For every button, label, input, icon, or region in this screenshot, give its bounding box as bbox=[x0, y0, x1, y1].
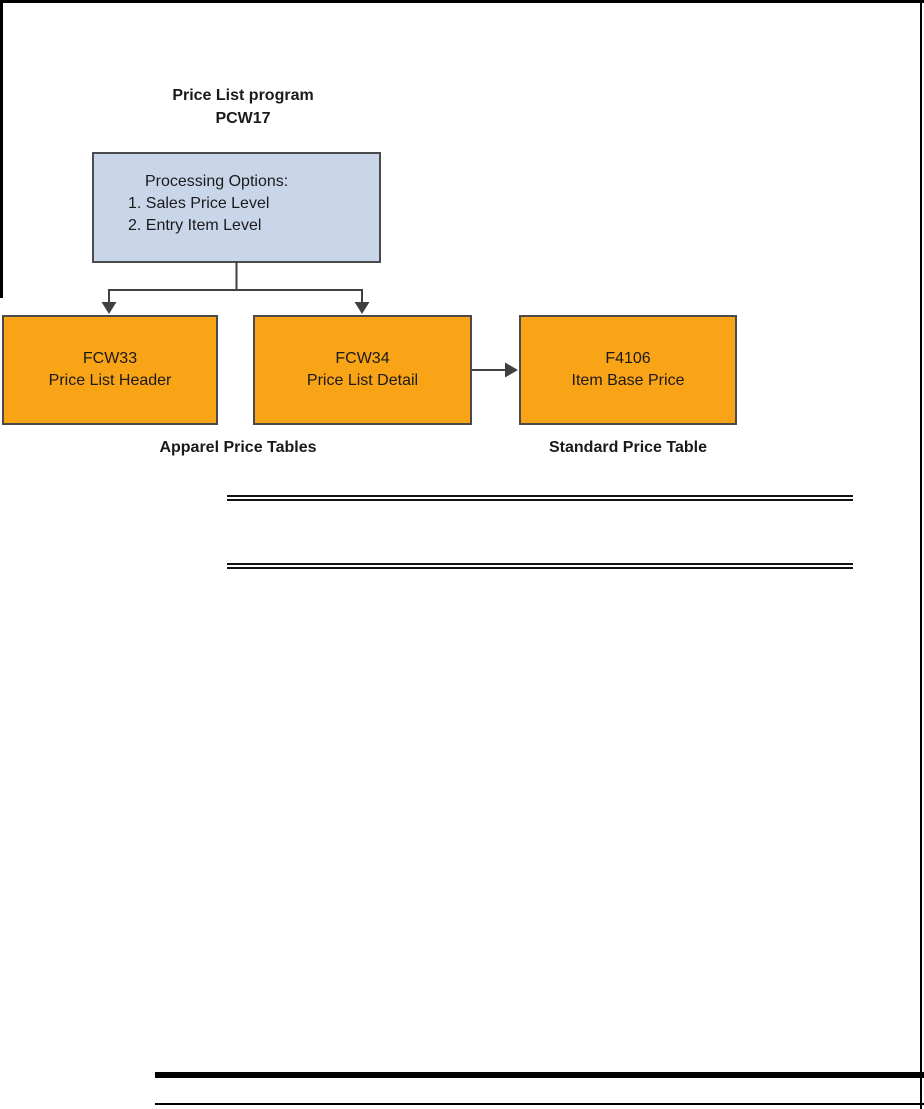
group-label-standard: Standard Price Table bbox=[549, 439, 707, 456]
table-code: F4106 bbox=[605, 350, 651, 367]
footer-rule-thin bbox=[155, 1103, 924, 1105]
processing-option-item-2: 2. Entry Item Level bbox=[128, 217, 262, 234]
page-border-right bbox=[920, 0, 922, 1109]
arrow-down-icon bbox=[354, 302, 370, 314]
double-rule-top bbox=[227, 495, 853, 501]
processing-option-item-1: 1. Sales Price Level bbox=[128, 195, 270, 212]
table-box-fcw34: FCW34 Price List Detail bbox=[253, 315, 472, 425]
processing-options-content: Processing Options: 1. Sales Price Level… bbox=[94, 154, 379, 237]
diagram-title-line1: Price List program bbox=[172, 87, 314, 104]
table-code: FCW33 bbox=[82, 350, 138, 367]
table-name: Price List Header bbox=[48, 372, 172, 389]
diagram-title: Price List program PCW17 bbox=[103, 84, 383, 130]
double-rule-bottom bbox=[227, 563, 853, 569]
table-name: Price List Detail bbox=[306, 372, 419, 389]
table-box-f4106: F4106 Item Base Price bbox=[519, 315, 737, 425]
table-name: Item Base Price bbox=[571, 372, 685, 389]
page-border-top bbox=[0, 0, 924, 3]
footer-rule-thick bbox=[155, 1072, 924, 1078]
table-box-fcw33: FCW33 Price List Header bbox=[2, 315, 218, 425]
processing-options-box: Processing Options: 1. Sales Price Level… bbox=[92, 152, 381, 263]
table-code: FCW34 bbox=[335, 350, 390, 367]
arrow-down-icon bbox=[101, 302, 117, 314]
group-label-apparel: Apparel Price Tables bbox=[159, 439, 317, 456]
processing-options-heading: Processing Options: bbox=[145, 173, 289, 190]
diagram-title-line2: PCW17 bbox=[215, 110, 271, 127]
arrow-right-icon bbox=[505, 362, 518, 378]
page-border-left bbox=[0, 0, 3, 298]
